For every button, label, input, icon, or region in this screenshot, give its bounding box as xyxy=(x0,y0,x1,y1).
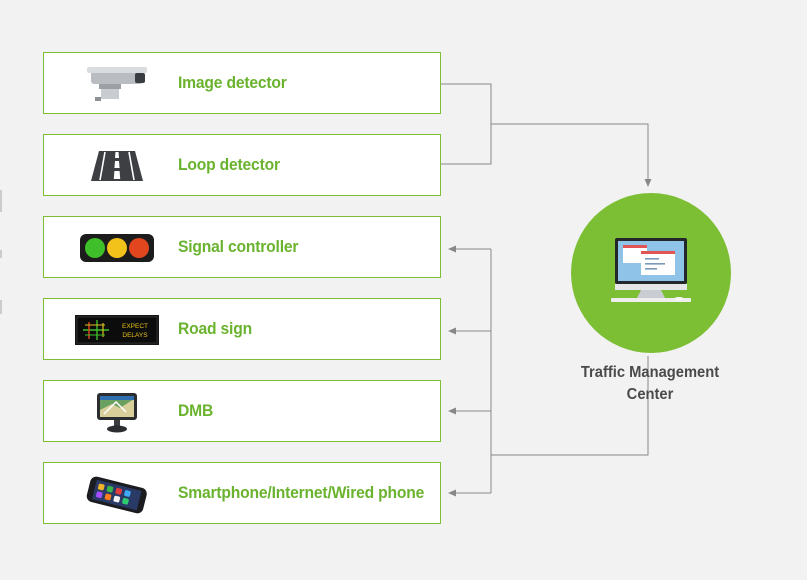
device-label: Smartphone/Internet/Wired phone xyxy=(178,483,425,502)
device-label: DMB xyxy=(178,401,214,420)
traffic-management-center-label: Traffic Management Center xyxy=(567,362,733,406)
input-connector xyxy=(441,83,652,187)
center-label-line2: Center xyxy=(626,386,674,403)
gps-navigator-icon xyxy=(72,389,162,435)
device-label: Road sign xyxy=(178,319,252,338)
road-icon xyxy=(72,143,162,189)
traffic-light-icon xyxy=(72,225,162,271)
device-box-smartphone: Smartphone/Internet/Wired phone xyxy=(43,462,441,524)
device-box-dmb: DMB xyxy=(43,380,441,442)
camera-icon xyxy=(72,61,162,107)
output-connector xyxy=(448,245,649,497)
device-box-road-sign: EXPECT DELAYS Road sign xyxy=(43,298,441,360)
road-sign-icon: EXPECT DELAYS xyxy=(72,307,162,353)
edge-mark xyxy=(0,190,2,212)
device-box-signal-controller: Signal controller xyxy=(43,216,441,278)
edge-mark xyxy=(0,300,2,314)
center-label-line1: Traffic Management xyxy=(580,364,720,381)
edge-mark xyxy=(0,250,2,258)
device-box-image-detector: Image detector xyxy=(43,52,441,114)
traffic-management-center-node xyxy=(571,193,731,353)
road-sign-text-line1: EXPECT xyxy=(122,323,148,330)
computer-monitor-icon xyxy=(611,238,691,302)
device-label: Signal controller xyxy=(178,237,299,256)
smartphone-icon xyxy=(72,471,162,517)
device-label: Image detector xyxy=(178,73,287,92)
device-label: Loop detector xyxy=(178,155,280,174)
device-box-loop-detector: Loop detector xyxy=(43,134,441,196)
road-sign-text-line2: DELAYS xyxy=(122,332,148,339)
